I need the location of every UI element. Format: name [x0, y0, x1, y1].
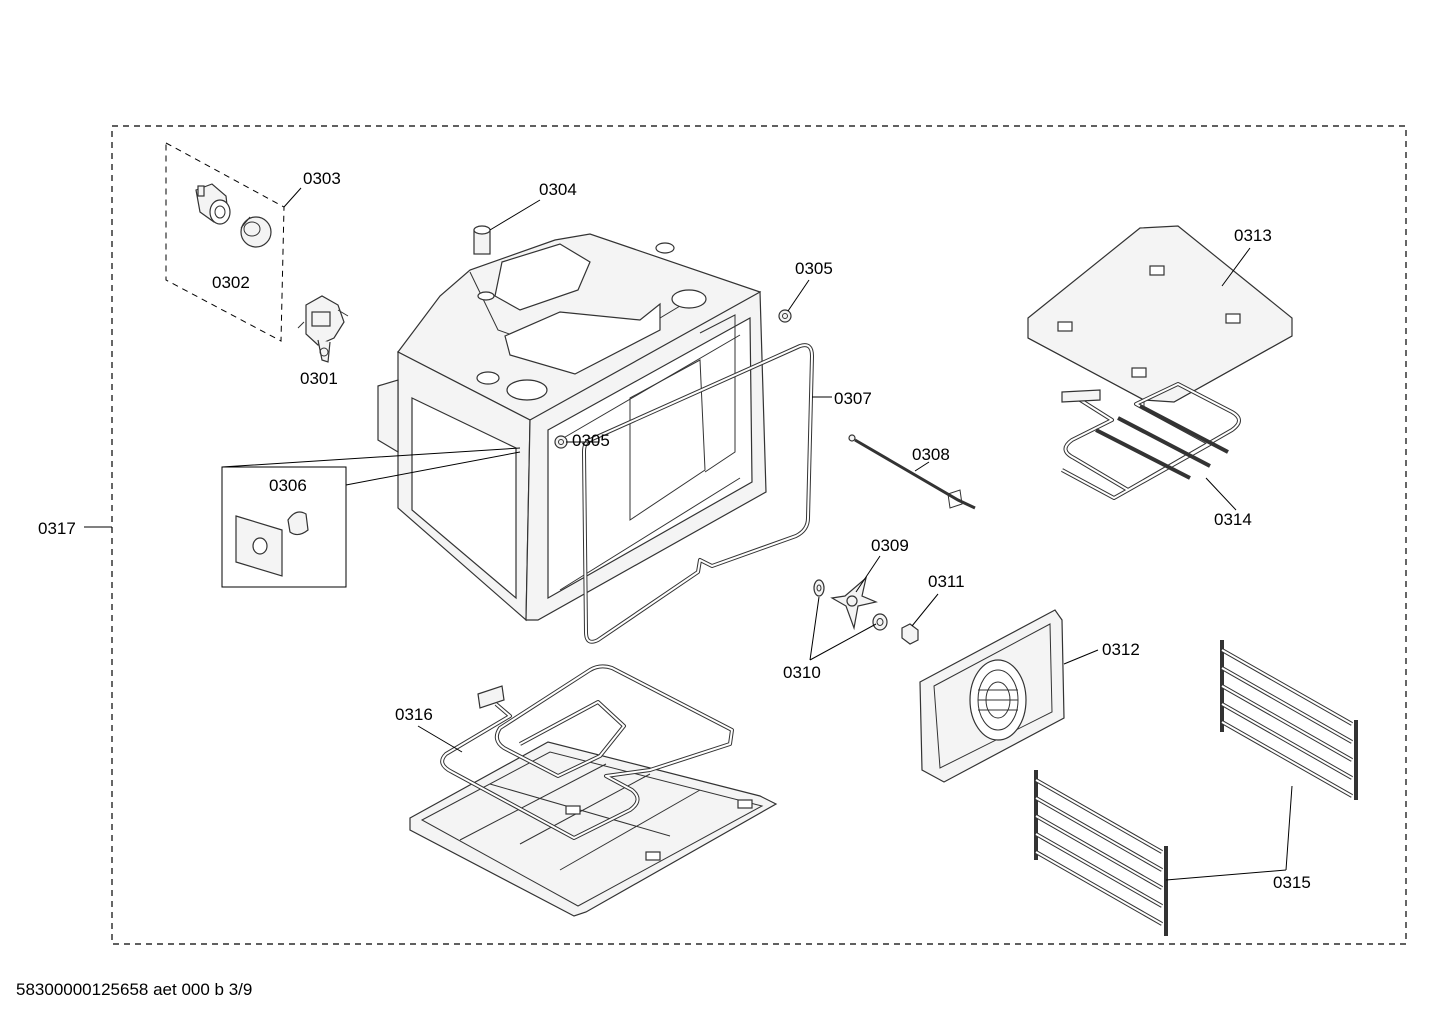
detail-inset-0306 — [221, 447, 521, 588]
fan-impeller-part — [830, 576, 878, 631]
lamp-group-frame — [165, 142, 285, 342]
callout-0311: 0311 — [928, 572, 965, 591]
callout-0312: 0312 — [1102, 640, 1140, 659]
callout-0306: 0306 — [269, 476, 307, 495]
callout-0316: 0316 — [395, 705, 433, 724]
callout-0309: 0309 — [871, 536, 909, 555]
callout-0317: 0317 — [38, 519, 76, 538]
rear-fan-cover-part — [919, 609, 1065, 783]
callout-0315: 0315 — [1273, 873, 1311, 892]
callout-0304: 0304 — [539, 180, 577, 199]
fan-motor-part — [297, 295, 349, 363]
document-id: 58300000125658 aet 000 b 3/9 — [16, 980, 253, 999]
nut-part — [901, 623, 919, 645]
temperature-sensor-part — [848, 434, 976, 510]
side-rail-part-right — [1220, 640, 1358, 800]
callout-0302: 0302 — [212, 273, 250, 292]
fan-nut-part — [872, 613, 888, 631]
screw-part-upper — [778, 309, 792, 323]
callout-0307: 0307 — [834, 389, 872, 408]
callout-0303: 0303 — [303, 169, 341, 188]
callout-0305-upper: 0305 — [795, 259, 833, 278]
callout-0314: 0314 — [1214, 510, 1252, 529]
screw-part-lower — [554, 435, 568, 449]
callout-0310: 0310 — [783, 663, 821, 682]
washer-part — [813, 579, 825, 597]
lamp-cover-part — [240, 216, 272, 248]
callout-0313: 0313 — [1234, 226, 1272, 245]
callout-0308: 0308 — [912, 445, 950, 464]
top-heating-element-part — [1061, 382, 1241, 500]
oven-cavity-part — [377, 225, 767, 622]
callout-leaders — [84, 187, 1293, 881]
callout-0301: 0301 — [300, 369, 338, 388]
bottom-heating-element-part — [440, 664, 734, 840]
top-heat-shield-part — [1027, 225, 1293, 410]
callout-0305-lower: 0305 — [572, 431, 610, 450]
door-seal-part — [582, 343, 814, 644]
lamp-holder-part — [195, 183, 231, 225]
side-rail-part-left — [1034, 770, 1168, 936]
